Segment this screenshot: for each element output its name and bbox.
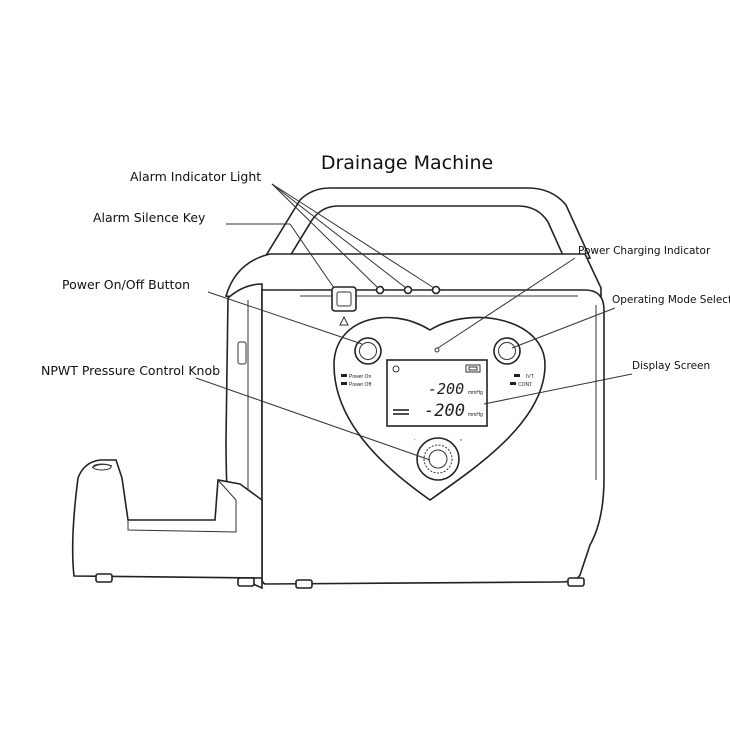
power-off-marker (341, 382, 347, 385)
display-unit-2: mmHg (468, 412, 483, 418)
foot-2 (237, 577, 255, 587)
label-charging-indicator: Power Charging Indicator (578, 245, 711, 257)
alarm-silence-key[interactable] (331, 286, 357, 312)
label-power-button: Power On/Off Button (62, 277, 190, 292)
foot-3 (295, 579, 313, 589)
foot-4 (567, 577, 585, 587)
display-reading-1: -200 (428, 380, 464, 398)
display-screen: -200 mmHg -200 mmHg (386, 359, 488, 427)
side-port (237, 341, 247, 365)
alarm-bell-icon (339, 315, 349, 326)
alarm-indicator-light-3 (431, 285, 441, 295)
pressure-control-knob[interactable] (416, 437, 460, 481)
diagram-title: Drainage Machine (321, 152, 493, 174)
rear-housing (224, 253, 602, 301)
mode-ivt-marker (514, 374, 520, 377)
mode-ivt-label: IVT (526, 374, 534, 380)
alarm-indicator-light-2 (403, 285, 413, 295)
mode-selector-button[interactable] (493, 337, 521, 365)
base-cradle (71, 459, 263, 579)
knob-min-mark: ' (414, 439, 415, 445)
brand-logo-icon (392, 365, 400, 373)
label-pressure-knob: NPWT Pressure Control Knob (41, 363, 220, 378)
label-alarm-silence-key: Alarm Silence Key (93, 210, 206, 225)
callout-lines (195, 183, 633, 461)
mode-cont-marker (510, 382, 516, 385)
label-display-screen: Display Screen (632, 360, 710, 372)
label-mode-selector: Operating Mode Selector (612, 294, 730, 306)
battery-level (468, 366, 478, 371)
mode-cont-label: CONT (518, 382, 532, 388)
machine-illustration: Power On Power Off IVT CONT -200 mmHg -2… (71, 187, 605, 590)
power-off-label: Power Off (349, 382, 372, 388)
battery-icon (465, 364, 481, 373)
display-reading-2: -200 (424, 401, 465, 421)
knob-max-mark: * (460, 439, 462, 445)
charging-indicator-led (434, 347, 440, 353)
power-on-marker (341, 374, 347, 377)
foot-1 (95, 573, 113, 583)
alarm-indicator-light-1 (375, 285, 385, 295)
display-unit-1: mmHg (468, 390, 483, 396)
power-on-label: Power On (349, 374, 371, 380)
power-button[interactable] (354, 337, 382, 365)
label-alarm-indicator-light: Alarm Indicator Light (130, 169, 261, 184)
